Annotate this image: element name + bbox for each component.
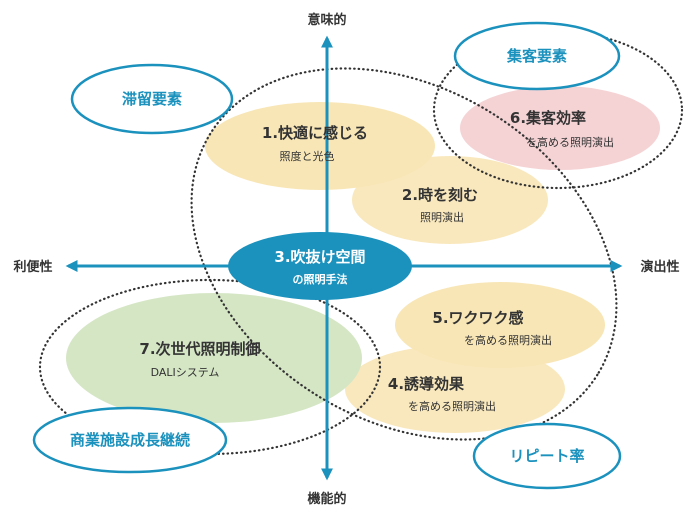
tag-stay-oval <box>70 63 234 135</box>
tag-repeat-oval <box>472 422 622 490</box>
axis-label-bottom: 機能的 <box>307 491 346 507</box>
tag-continue-oval <box>32 406 228 474</box>
item-1-title: 1.快適に感じる <box>262 124 368 142</box>
tag-continue-label: 商業施設成長継続 <box>70 431 190 449</box>
group-stay-ellipse <box>190 67 618 441</box>
center-oval <box>228 232 412 300</box>
tag-stay-label: 滞留要素 <box>122 90 182 108</box>
item-7-sub: DALIシステム <box>151 366 220 379</box>
item-4-title: 4.誘導効果 <box>388 375 465 393</box>
blob-item-7 <box>66 293 362 423</box>
axis-label-right: 演出性 <box>640 259 679 275</box>
item-5-sub: を高める照明演出 <box>464 333 552 347</box>
axis-label-left: 利便性 <box>13 259 52 275</box>
item-4-sub: を高める照明演出 <box>408 399 496 413</box>
axis-label-top: 意味的 <box>307 12 346 28</box>
item-7-title: 7.次世代照明制御 <box>139 340 260 358</box>
center-sub: の照明手法 <box>293 272 348 286</box>
blob-item-6 <box>460 86 660 170</box>
item-6-title: 6.集客効率 <box>510 109 586 127</box>
item-1-sub: 照度と光色 <box>280 149 335 163</box>
tag-attract-label: 集客要素 <box>506 47 567 65</box>
item-6-sub: を高める照明演出 <box>526 135 614 149</box>
tag-attract-oval <box>453 21 621 91</box>
blob-item-4 <box>345 345 565 433</box>
blob-item-1 <box>205 102 435 190</box>
item-2-sub: 照明演出 <box>420 210 464 224</box>
item-5-title: 5.ワクワク感 <box>432 309 523 327</box>
center-title: 3.吹抜け空間 <box>274 248 365 266</box>
item-2-title: 2.時を刻む <box>402 186 478 204</box>
item-blobs <box>66 86 660 433</box>
tag-repeat-label: リピート率 <box>509 447 584 465</box>
